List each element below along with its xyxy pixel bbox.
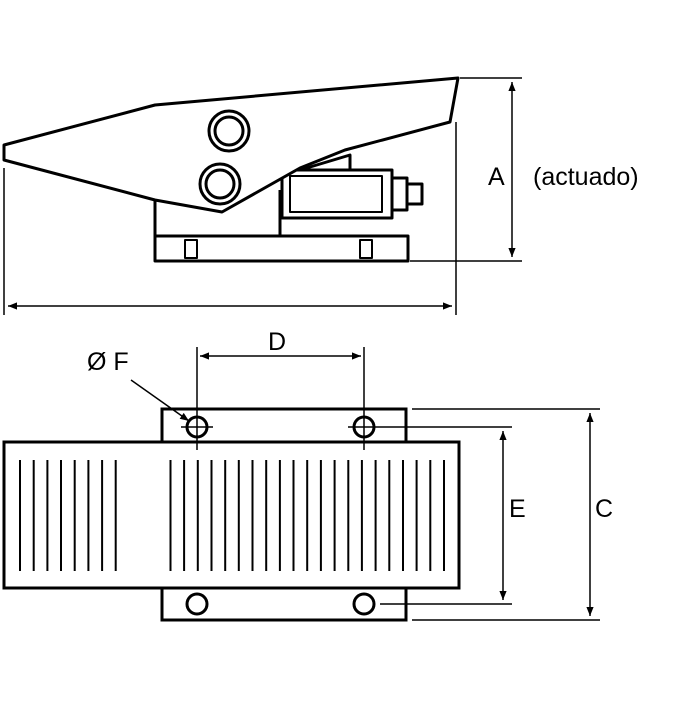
base-foot-left (184, 239, 198, 259)
roller-bottom (198, 162, 242, 206)
tread-plate (2, 440, 461, 590)
tread-slots (19, 460, 445, 571)
top-view (2, 407, 461, 622)
roller-bottom-inner (204, 168, 236, 200)
label-a: A (488, 163, 505, 191)
roller-top (207, 109, 251, 153)
mount-hole-bottom-right (352, 592, 376, 616)
dimension-e (380, 426, 512, 605)
roller-top-inner (213, 115, 245, 147)
label-c: C (595, 495, 613, 523)
hole-centerlines (181, 347, 380, 450)
dimension-length (3, 122, 457, 315)
base-foot-right (359, 239, 373, 259)
label-d: D (268, 328, 286, 356)
valve-body (280, 168, 394, 220)
dimension-a (410, 77, 522, 262)
dimension-c (412, 408, 600, 621)
label-e: E (509, 495, 526, 523)
dimension-f (130, 379, 190, 422)
side-view (2, 76, 460, 263)
label-actuated: (actuado) (533, 163, 639, 191)
hinge-block (299, 153, 352, 172)
valve-inner (289, 175, 383, 213)
valve-cap (390, 176, 409, 212)
label-f: Ø F (87, 348, 129, 376)
valve-port (405, 182, 424, 206)
mount-hole-bottom-left (185, 592, 209, 616)
pedal-support (153, 190, 282, 236)
